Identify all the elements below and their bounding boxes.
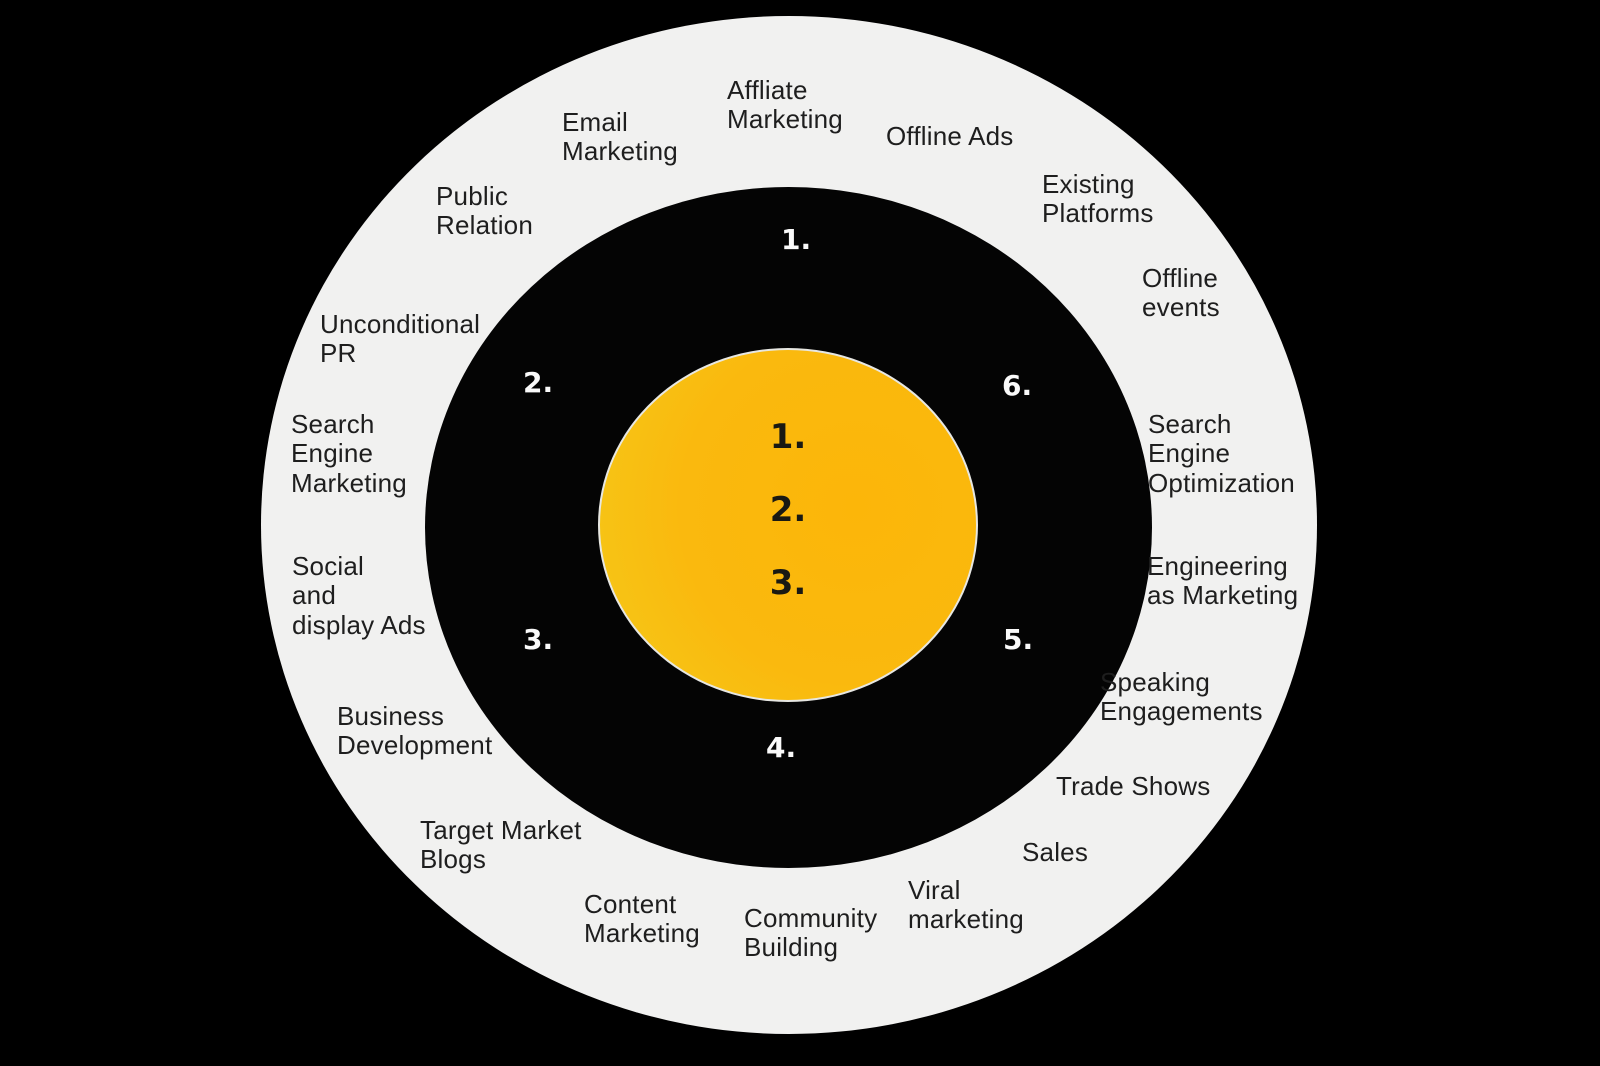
channel-label-email-marketing: Email Marketing [562,107,678,167]
channel-label-trade-shows: Trade Shows [1056,771,1211,801]
channel-label-offline-ads: Offline Ads [886,121,1014,151]
core-number-core-2: 2. [769,490,807,530]
channel-label-sales: Sales [1022,837,1089,867]
ring-number-step-5: 5. [1003,623,1034,656]
channel-label-community-building: Community Building [744,903,878,963]
ring-number-step-1: 1. [781,223,812,256]
ring-number-step-3: 3. [523,623,554,656]
ring-number-step-6: 6. [1002,369,1033,402]
core-number-core-3: 3. [769,563,807,603]
ring-number-step-4: 4. [766,731,797,764]
channel-label-social-and-display-ads: Social and display Ads [292,551,426,640]
channel-label-offline-events: Offline events [1142,263,1220,323]
channel-label-existing-platforms: Existing Platforms [1042,169,1154,229]
channel-label-speaking-engagements: Speaking Engagements [1100,667,1263,727]
channel-label-search-engine-optimization: Search Engine Optimization [1148,409,1295,498]
core-number-core-1: 1. [769,417,807,457]
channel-label-target-market-blogs: Target Market Blogs [420,815,582,875]
channel-label-engineering-as-marketing: Engineering as Marketing [1147,551,1299,611]
channel-label-business-development: Business Development [337,701,493,761]
channel-label-unconditional-pr: Unconditional PR [320,309,481,369]
channel-label-affiliate-marketing: Affliate Marketing [727,75,843,135]
channel-label-public-relation: Public Relation [436,181,533,241]
channel-label-search-engine-marketing: Search Engine Marketing [291,409,407,498]
channel-label-viral-marketing: Viral marketing [908,875,1024,935]
channel-label-content-marketing: Content Marketing [584,889,700,949]
ring-number-step-2: 2. [523,366,554,399]
core-circle: 1. 2. 3. [598,348,978,702]
